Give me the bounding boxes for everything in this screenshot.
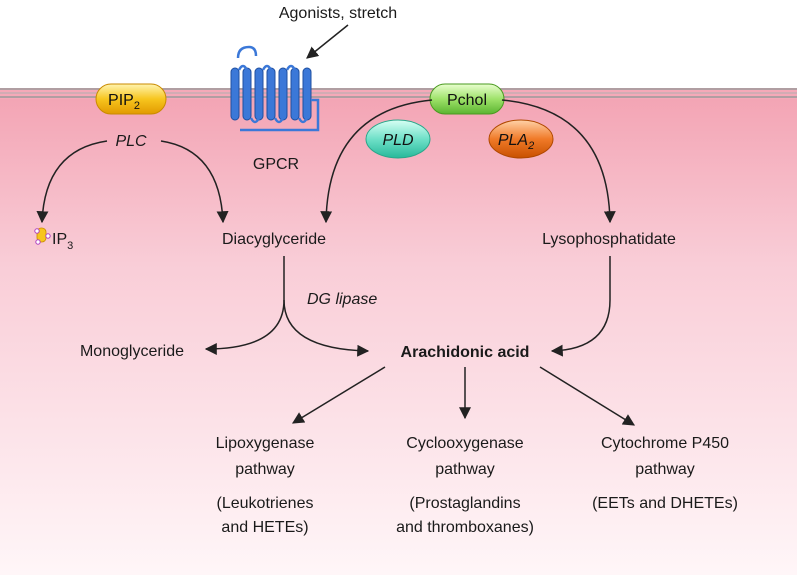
agonists-label: Agonists, stretch <box>279 5 397 22</box>
svg-text:Cytochrome P450: Cytochrome P450 <box>601 435 729 452</box>
svg-text:Cyclooxygenase: Cyclooxygenase <box>406 435 524 452</box>
pla2-enzyme: PLA2 <box>488 119 554 159</box>
svg-text:pathway: pathway <box>435 461 495 478</box>
pchol-to-dag-arrow <box>320 99 433 224</box>
svg-text:and HETEs): and HETEs) <box>221 519 308 536</box>
gpcr-receptor <box>230 45 320 132</box>
agonist-arrow <box>306 24 349 59</box>
lyso-to-arachidonic-arrow <box>550 256 611 357</box>
svg-text:Lipoxygenase: Lipoxygenase <box>216 435 315 452</box>
svg-text:Pchol: Pchol <box>447 92 487 109</box>
to-cytochrome-arrow <box>539 366 636 426</box>
svg-text:PIP2: PIP2 <box>108 92 140 112</box>
svg-text:pathway: pathway <box>635 461 695 478</box>
svg-text:PLD: PLD <box>382 132 414 149</box>
ip3-icon <box>34 227 51 245</box>
arachidonic-acid-label: Arachidonic acid <box>401 344 530 361</box>
svg-text:(EETs and DHETEs): (EETs and DHETEs) <box>592 495 738 512</box>
dag-to-arachidonic-arrow <box>283 299 370 357</box>
plc-label: PLC <box>115 133 147 150</box>
svg-text:(Leukotrienes: (Leukotrienes <box>217 495 314 512</box>
ip3-label: IP3 <box>52 231 73 252</box>
plc-to-dag-arrow <box>160 140 229 224</box>
lysophosphatidate-label: Lysophosphatidate <box>542 231 676 248</box>
pchol-pill: Pchol <box>429 83 505 115</box>
dg-lipase-label: DG lipase <box>307 291 377 308</box>
cyclooxygenase-block: Cyclooxygenase pathway (Prostaglandins a… <box>396 435 534 536</box>
cytosol-area <box>0 96 797 575</box>
to-lipoxygenase-arrow <box>291 366 386 424</box>
pip2-pill: PIP2 <box>95 83 167 115</box>
svg-text:PLA2: PLA2 <box>498 132 534 152</box>
pld-enzyme: PLD <box>365 119 431 159</box>
monoglyceride-label: Monoglyceride <box>80 343 184 360</box>
svg-text:pathway: pathway <box>235 461 295 478</box>
pchol-to-lyso-arrow <box>501 99 616 224</box>
plc-to-ip3-arrow <box>36 140 108 224</box>
diacylglyceride-label: Diacyglyceride <box>222 231 326 248</box>
svg-text:and thromboxanes): and thromboxanes) <box>396 519 534 536</box>
cytochrome-block: Cytochrome P450 pathway (EETs and DHETEs… <box>592 435 738 512</box>
gpcr-label: GPCR <box>253 156 299 173</box>
lipoxygenase-block: Lipoxygenase pathway (Leukotrienes and H… <box>216 435 315 536</box>
svg-text:(Prostaglandins: (Prostaglandins <box>409 495 520 512</box>
